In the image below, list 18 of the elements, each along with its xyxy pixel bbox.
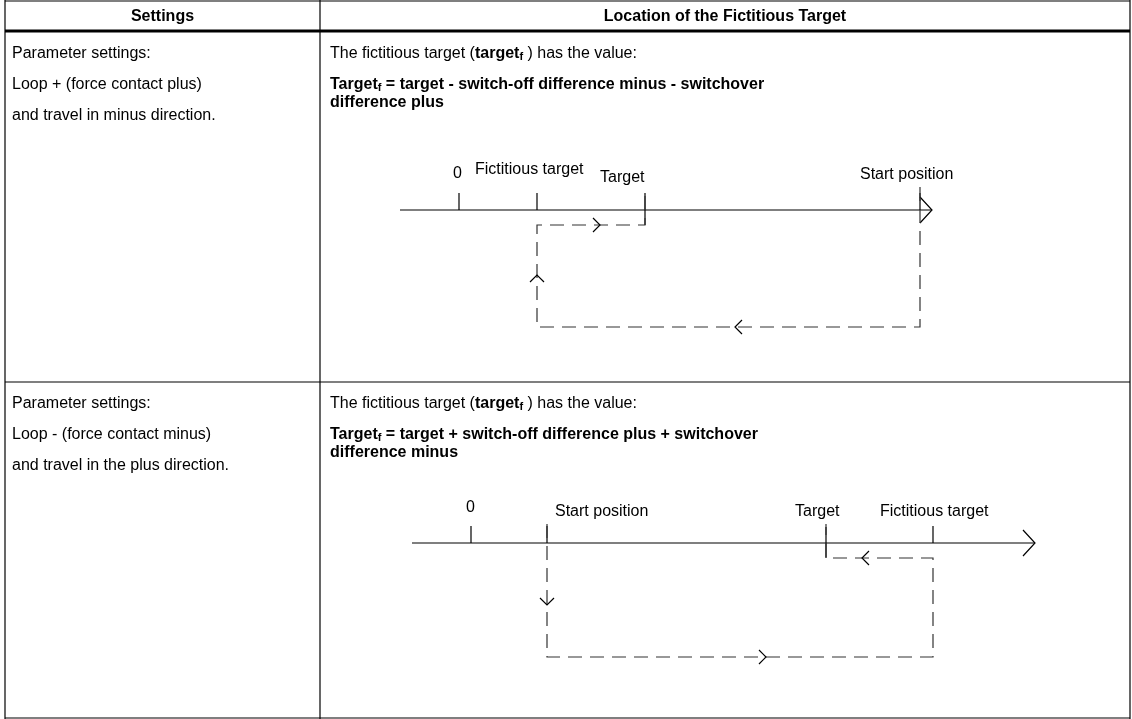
tick-label: Target [600,168,650,190]
cell-text: The fictitious target (target$_{f}$ ) has the value: [330,43,638,64]
column-header: Location of the Fictitious Target [602,6,848,26]
cell-text: The fictitious target (target$_{f}$ ) has the value: [330,393,638,414]
cell-text: Parameter settings: [12,43,152,63]
tick-label: 0 [466,498,475,516]
tick-label: 0 [453,164,462,182]
formula-text: Target$_{f}$ = target + switch-off difference plus + switchover difference minus [330,425,759,461]
tick-label: Start position [555,502,675,524]
formula-text: Target$_{f}$ = target - switch-off difference minus - switchover difference plus [330,75,766,111]
cell-text: Loop - (force contact minus) and travel in the plus direction. [12,424,230,475]
tick-label: Fictitious target [880,502,989,520]
cell-text: Parameter settings: [12,393,152,413]
tick-label: Fictitious target [475,160,584,178]
tick-label: Start position [860,165,985,187]
column-header: Settings [129,6,196,26]
cell-text: Loop + (force contact plus) and travel in minus direction. [12,74,217,125]
tick-label: Target [795,502,857,524]
